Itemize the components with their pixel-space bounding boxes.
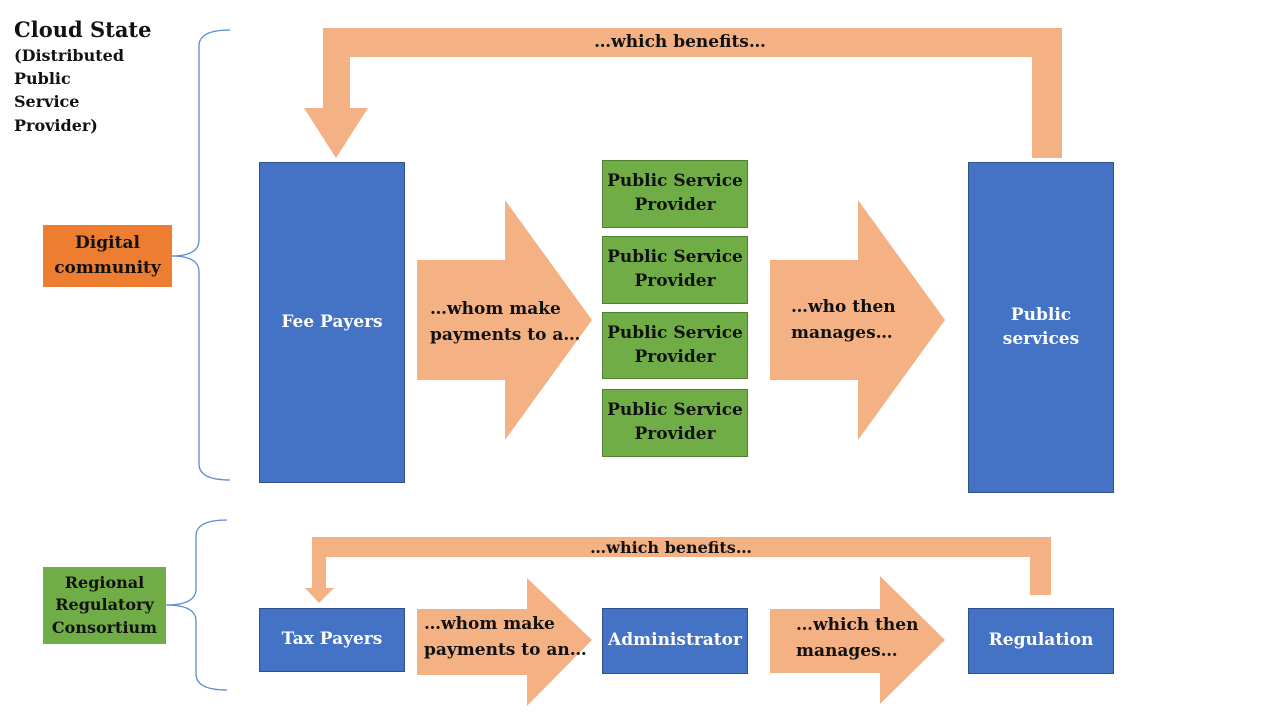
diagram-title: Cloud State <box>14 17 152 42</box>
diagram-subtitle: (Distributed Public Service Provider) <box>14 46 125 135</box>
regulation-box: Regulation <box>968 608 1114 674</box>
bottom-loop-arrow <box>305 537 1051 603</box>
tax-payers-box: Tax Payers <box>259 608 405 672</box>
top-loop-arrow <box>304 28 1062 158</box>
cloud-state-bracket <box>171 29 231 481</box>
regional-arrow-payments-text: …whom make payments to an… <box>424 614 587 660</box>
public-service-provider-box: Public Service Provider <box>602 312 748 379</box>
fee-payers-box: Fee Payers <box>259 162 405 483</box>
public-service-provider-box: Public Service Provider <box>602 236 748 304</box>
cloud-arrow-payments <box>417 200 592 440</box>
cloud-arrow-manages-text: …who then manages… <box>791 297 896 343</box>
cloud-arrow-payments-text: …whom make payments to a… <box>430 299 581 345</box>
regional-arrow-manages-text: …which then manages… <box>796 615 919 661</box>
public-services-box: Public services <box>968 162 1114 493</box>
regional-consortium-label: Regional Regulatory Consortium <box>43 567 166 644</box>
administrator-box: Administrator <box>602 608 748 674</box>
top-loop-text: …which benefits… <box>594 32 766 52</box>
public-service-provider-box: Public Service Provider <box>602 160 748 228</box>
bottom-loop-text: …which benefits… <box>590 538 752 557</box>
regional-arrow-payments <box>417 578 592 706</box>
regional-arrow-manages <box>770 576 945 704</box>
cloud-arrow-manages <box>770 200 945 440</box>
public-service-provider-box: Public Service Provider <box>602 389 748 457</box>
regional-bracket <box>165 519 228 691</box>
digital-community-label: Digital community <box>43 225 172 287</box>
